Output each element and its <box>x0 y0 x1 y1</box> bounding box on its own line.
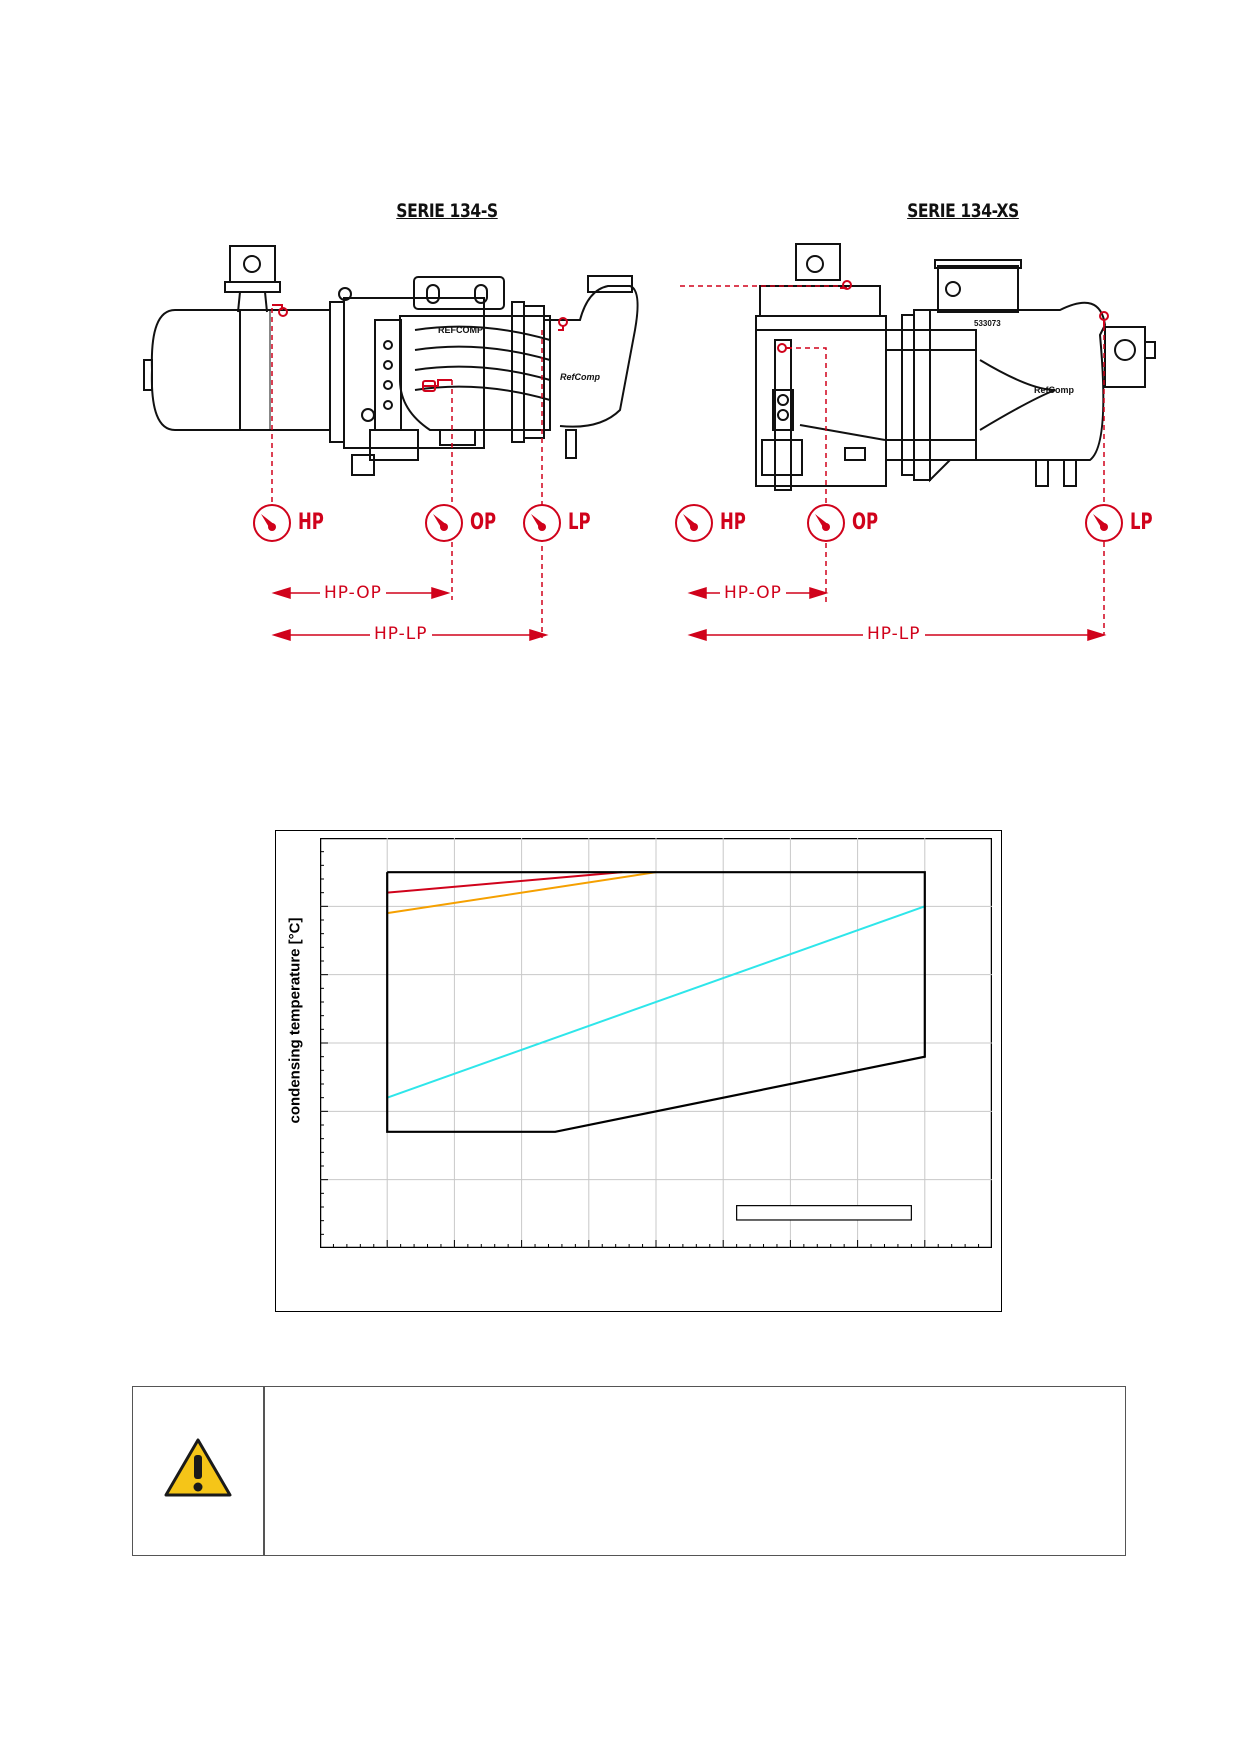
operating-envelope-chart <box>320 838 992 1248</box>
legend-box <box>736 1205 912 1221</box>
dimension-hp-lp-134xs: HP-LP <box>863 624 925 644</box>
drawing-title-134s: SERIE 134-S <box>396 200 498 222</box>
warning-triangle-icon <box>164 1438 232 1497</box>
dimension-hp-op-134xs: HP-OP <box>720 583 786 603</box>
gauge-label-hp-134xs: HP <box>720 510 746 535</box>
envelope-outline <box>386 871 926 1133</box>
y-axis-label: condensing temperature [°C] <box>286 916 304 1124</box>
drawing-title-134xs: SERIE 134-XS <box>907 200 1019 222</box>
warning-box <box>132 1386 1126 1556</box>
dimension-lines-134s <box>271 586 549 642</box>
brand-side-134xs: RefComp <box>1034 385 1075 395</box>
gauge-label-lp-134xs: LP <box>1130 510 1153 535</box>
serial-134xs: 533073 <box>974 319 1001 328</box>
gauge-label-hp-134s: HP <box>298 510 324 535</box>
brand-top-134s: REFCOMP <box>438 325 483 335</box>
gauge-op-134s <box>425 504 463 542</box>
series-line-2 <box>386 905 926 1099</box>
series-line-0 <box>387 871 623 894</box>
gauge-lp-134s <box>523 504 561 542</box>
gauge-label-op-134s: OP <box>470 510 497 535</box>
gauge-hp-134xs <box>675 504 713 542</box>
series-line-1 <box>387 871 657 915</box>
gauge-label-op-134xs: OP <box>852 510 879 535</box>
gauge-hp-134s <box>253 504 291 542</box>
warning-divider <box>263 1387 265 1555</box>
dimension-hp-lp-134s: HP-LP <box>370 624 432 644</box>
chart-frame <box>275 830 1002 1312</box>
dimension-hp-op-134s: HP-OP <box>320 583 386 603</box>
brand-side-134s: RefComp <box>560 372 601 382</box>
gauge-label-lp-134s: LP <box>568 510 591 535</box>
gauge-op-134xs <box>807 504 845 542</box>
compressor-drawing-134xs: 533073 RefComp <box>680 243 1156 635</box>
compressor-drawing-134s: REFCOMP RefComp <box>143 245 639 638</box>
gauge-lp-134xs <box>1085 504 1123 542</box>
